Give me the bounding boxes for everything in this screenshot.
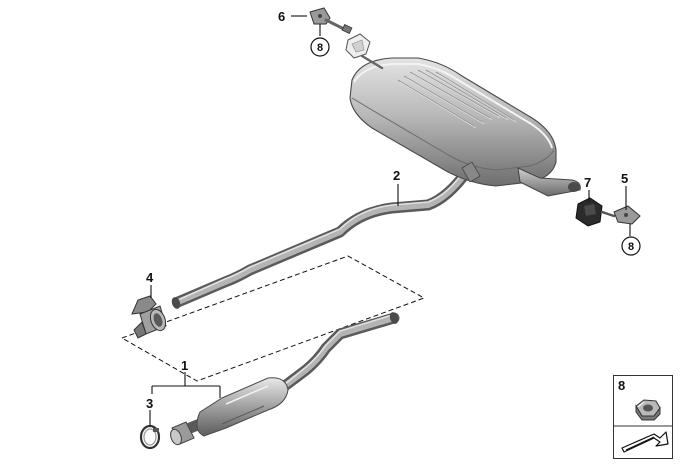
rear-muffler[interactable] bbox=[349, 57, 581, 197]
legend-part-8: 8 bbox=[613, 375, 673, 459]
hex-nut-icon bbox=[635, 399, 661, 421]
assembly-outline bbox=[120, 255, 426, 382]
legend-number: 8 bbox=[618, 378, 626, 393]
callout-8-lower: 8 bbox=[628, 241, 634, 253]
callout-2: 2 bbox=[393, 168, 400, 183]
callout-8-circle bbox=[621, 236, 641, 256]
callout-3: 3 bbox=[146, 396, 153, 411]
callout-8-circle bbox=[310, 37, 330, 57]
callout-8-upper: 8 bbox=[317, 42, 323, 54]
upper-rubber-mount[interactable] bbox=[345, 33, 384, 70]
callout-6: 6 bbox=[278, 9, 285, 24]
callout-7: 7 bbox=[584, 175, 591, 190]
pointer-arrow-icon bbox=[621, 431, 669, 453]
part-6-hanger-bracket[interactable] bbox=[309, 7, 353, 34]
part-7-rear-rubber-mount[interactable] bbox=[575, 197, 616, 227]
part-4-clamp-sleeve[interactable] bbox=[131, 295, 168, 339]
callout-5: 5 bbox=[621, 171, 628, 186]
part-2-intermediate-pipe[interactable] bbox=[170, 164, 474, 310]
callout-1: 1 bbox=[181, 358, 188, 373]
callout-4: 4 bbox=[146, 270, 154, 285]
part-3-clamp-ring[interactable] bbox=[139, 424, 161, 450]
part-5-rear-hanger-bracket[interactable] bbox=[613, 205, 641, 225]
part-1-catalytic-converter[interactable] bbox=[169, 311, 400, 446]
